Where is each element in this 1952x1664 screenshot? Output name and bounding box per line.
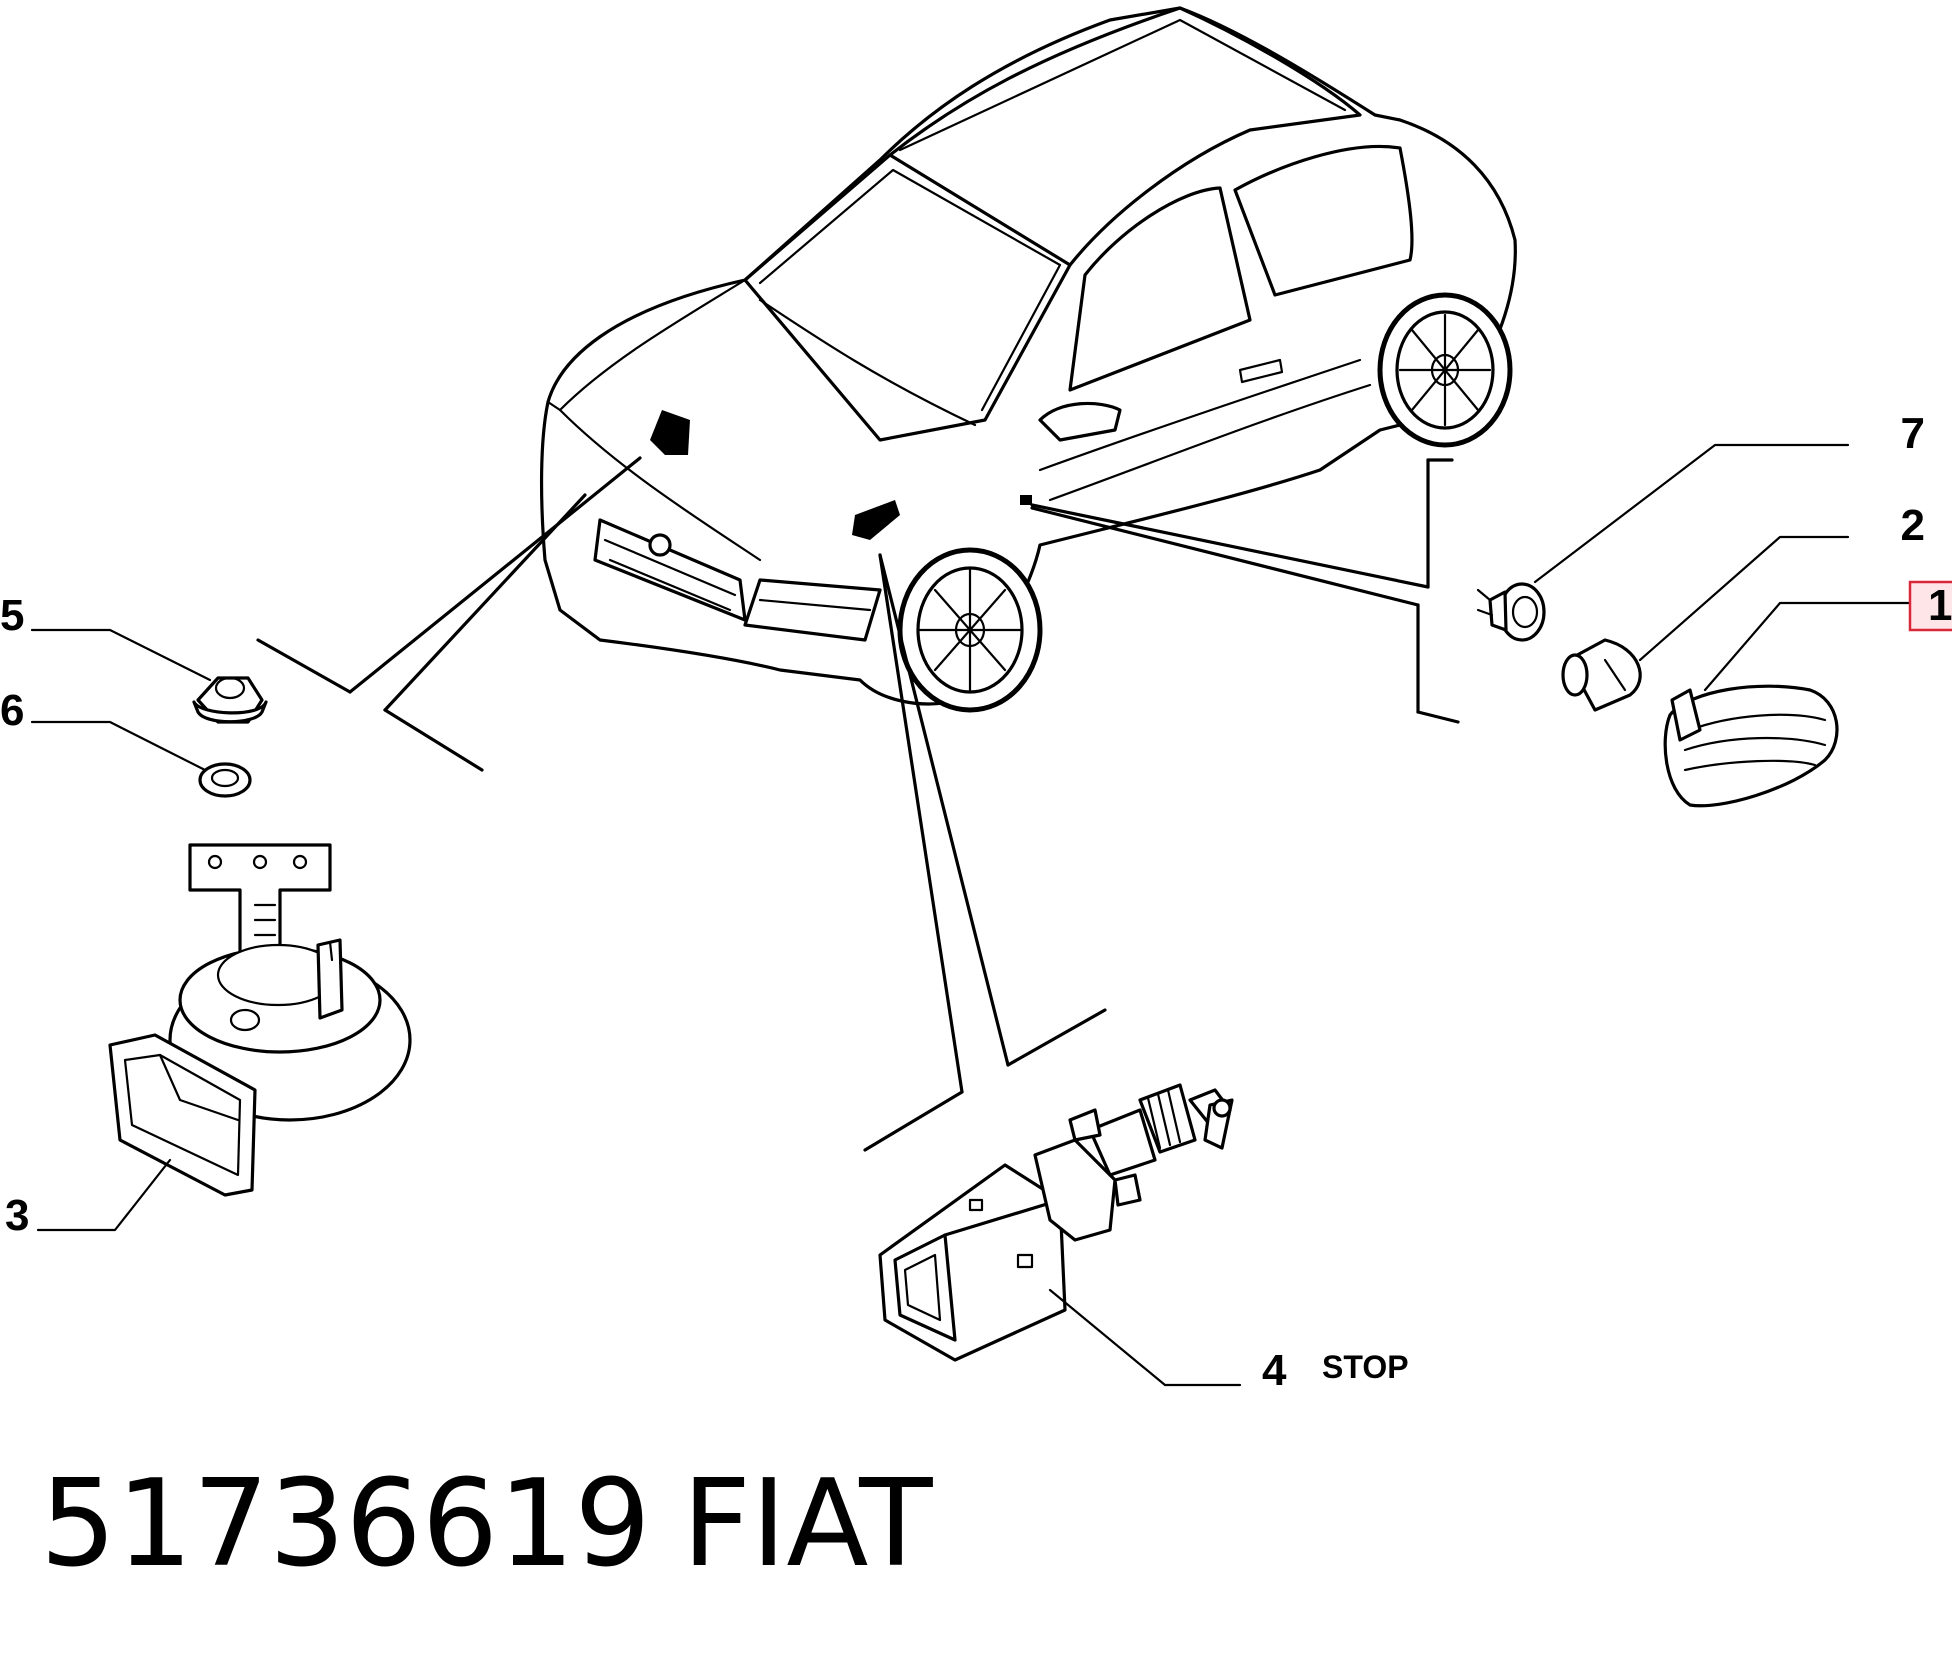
part-washer [198, 762, 252, 798]
part-lamp-holder [1476, 582, 1546, 642]
part-side-repeater [1663, 684, 1839, 808]
stop-label: STOP [1322, 1349, 1409, 1385]
callout-number-1: 1 [1928, 581, 1952, 630]
part-nut [192, 676, 268, 724]
callout-1-highlight[interactable]: 1 [1908, 580, 1952, 632]
part-bulb [1561, 638, 1642, 712]
callout-number-5: 5 [0, 591, 24, 640]
horn-location-marker [650, 410, 690, 455]
brand-name: FIAT [682, 1455, 933, 1594]
callout-number-7: 7 [1901, 409, 1925, 458]
callout-number-4: 4 [1262, 1346, 1287, 1395]
car-illustration [539, 6, 1517, 713]
side-repeater-location-marker [1020, 495, 1032, 505]
leader-lines [256, 456, 1460, 1152]
part-stop-switch [878, 1083, 1234, 1362]
part-horn [108, 843, 412, 1197]
rear-wheel [1377, 292, 1513, 448]
callout-number-3: 3 [5, 1191, 29, 1240]
front-wheel [897, 547, 1043, 713]
callout-leaders [30, 443, 1912, 1387]
part-number: 51736619 [40, 1455, 651, 1594]
callout-number-6: 6 [0, 686, 24, 735]
callout-1-highlight-box [1908, 580, 1952, 632]
stop-switch-location-marker [852, 500, 900, 540]
callout-number-2: 2 [1901, 501, 1925, 550]
